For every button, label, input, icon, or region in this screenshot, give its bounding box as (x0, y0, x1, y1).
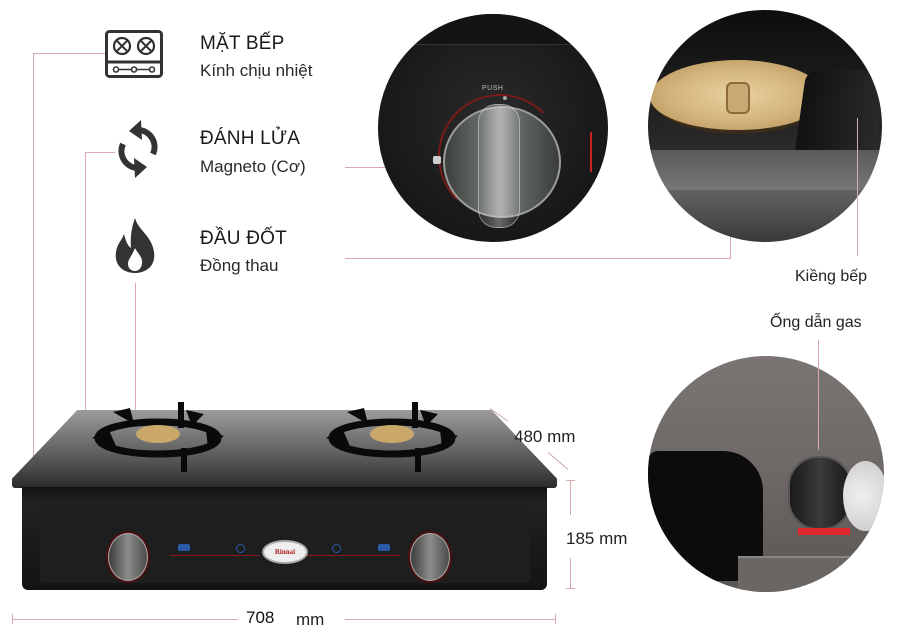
feature-subtitle-ignition: Magneto (Cơ) (200, 157, 306, 176)
flame-level-icons-right (320, 544, 400, 553)
height-line-top (570, 480, 571, 515)
leader-line-burner-detail-h (345, 258, 731, 259)
indicator-strip-right (305, 555, 400, 556)
cooktop-icon (105, 30, 163, 78)
width-line-left (12, 619, 238, 620)
feature-title-ignition: ĐÁNH LỬA (200, 128, 301, 149)
feature-title-burner: ĐẦU ĐỐT (200, 228, 287, 249)
leader-line-ignition-h (85, 152, 115, 153)
leader-line-ignition-v (85, 152, 86, 550)
leader-line-burner-v (135, 283, 136, 429)
feature-subtitle-cooktop: Kính chịu nhiệt (200, 61, 313, 80)
width-dimension-unit: mm (296, 610, 325, 629)
pipe-white-cap (843, 461, 884, 531)
height-line-top-cap (566, 480, 575, 481)
knob-grip (478, 104, 520, 228)
brand-logo-badge: Rinnai (262, 540, 308, 564)
stove-glass-top (12, 410, 557, 488)
refresh-cycle-icon (113, 120, 163, 178)
push-label: PUSH (482, 85, 504, 92)
width-line-left-cap (12, 614, 13, 624)
right-control-knob (410, 533, 450, 581)
depth-arrow-bottom (547, 452, 569, 470)
height-line-bottom (570, 558, 571, 588)
red-label-strip (798, 528, 850, 535)
depth-dimension: 480 mm (514, 427, 576, 446)
burner-center-post (726, 82, 750, 114)
left-control-knob (108, 533, 148, 581)
pipe-connector (788, 456, 852, 530)
leader-line-gas-pipe (818, 340, 819, 450)
red-marker (590, 132, 592, 172)
width-line-right-cap (555, 614, 556, 624)
right-burner-grate (322, 402, 462, 472)
feature-subtitle-burner: Đồng thau (200, 256, 279, 275)
lower-plate (738, 556, 884, 592)
brand-logo-text: Rinnai (274, 548, 296, 556)
height-dimension: 185 mm (566, 529, 628, 548)
width-dimension-value: 708 (246, 608, 275, 627)
indicator-strip-left (170, 555, 260, 556)
leader-line-cooktop-v (33, 53, 34, 471)
glass-surface (648, 150, 882, 190)
left-burner-grate (88, 402, 228, 472)
leader-line-cooktop-h (33, 53, 105, 54)
knob-top-band (378, 14, 608, 45)
gas-pipe-detail-image (648, 356, 884, 592)
knob-pointer (433, 156, 441, 164)
knob-detail-image: PUSH (378, 14, 608, 242)
feature-title-cooktop: MẶT BẾP (200, 33, 285, 54)
height-line-bottom-cap (566, 588, 575, 589)
burner-ring-detail-image (648, 10, 882, 242)
leader-line-ring (857, 118, 858, 256)
flame-icon (112, 218, 158, 273)
burner-ring-label: Kiềng bếp (795, 268, 868, 285)
flame-level-icons-left (178, 544, 258, 553)
gas-pipe-label: Ống dẫn gas (770, 314, 862, 331)
width-line-right (345, 619, 555, 620)
